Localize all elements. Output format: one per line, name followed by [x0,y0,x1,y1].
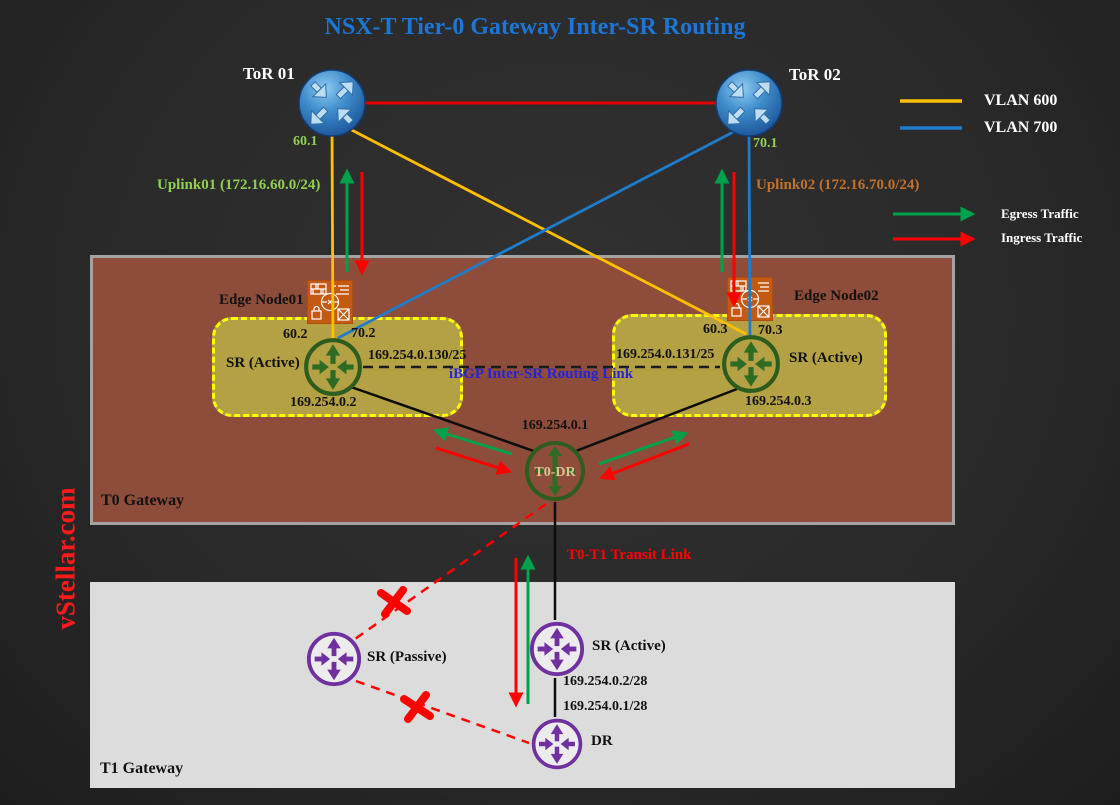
edge-node-icon [307,280,353,324]
sr1-vlan700-if-label: 70.2 [351,326,376,341]
legend-ingress-label: Ingress Traffic [1001,230,1083,245]
sr1-vlan600-if-label: 60.2 [283,327,308,342]
tor1-ip-label: 60.1 [293,134,318,149]
sr1-inter-sr-ip-label: 169.254.0.130/25 [368,348,467,363]
sr-router-icon [304,338,362,396]
sr-router-icon [529,621,585,677]
tor-router-icon [298,69,366,137]
sr2-vlan600-if-label: 60.3 [703,322,728,337]
legend-vlan700-label: VLAN 700 [984,119,1058,136]
transit-link-label: T0-T1 Transit Link [567,547,692,563]
egress-arrow-t0dr-right [598,430,689,466]
t0-dr-label: T0-DR [534,465,576,480]
ingress-arrow-t0dr-left [435,446,513,475]
sr-router-icon [722,335,780,393]
vlan700-uplink-tor2-sr1-line [337,127,740,340]
t1-sr-active-label: SR (Active) [592,638,666,654]
egress-arrow-t0dr-left [432,427,513,456]
t0-dr-icon: T0-DR [525,441,585,501]
sr1-label: SR (Active) [226,355,300,371]
sr2-inter-sr-ip-label: 169.254.0.131/25 [616,347,715,362]
t1-sr-passive-label: SR (Passive) [367,649,447,665]
sr1-t0dr-link-line [350,385,549,458]
vlan600-uplink-tor1-sr1-line [330,127,335,343]
sr2-vlan700-if-label: 70.3 [758,323,783,338]
t0-gateway-label: T0 Gateway [101,492,185,509]
tor2-label: ToR 02 [789,65,841,84]
watermark: vStellar.com [50,487,81,630]
uplink1-label: Uplink01 (172.16.60.0/24) [157,177,321,193]
edge-node1-label: Edge Node01 [219,292,304,308]
sr2-downlink-ip-label: 169.254.0.3 [745,394,812,409]
x-mark-icon [377,586,411,618]
t1-dr-label: DR [591,733,613,749]
t1-gateway-label: T1 Gateway [100,760,184,777]
ingress-arrow-t0dr-right [599,442,690,481]
page-title: NSX-T Tier-0 Gateway Inter-SR Routing [324,14,746,40]
tor2-ip-label: 70.1 [753,136,778,151]
legend-egress-label: Egress Traffic [1001,206,1079,221]
t1-gateway-box [90,582,955,788]
sr-router-icon [306,631,362,687]
sr2-t0dr-link-line [562,387,738,458]
t0-dr-ip-label: 169.254.0.1 [521,418,589,433]
x-mark-icon [400,691,434,723]
t1-dr-ip-label: 169.254.0.1/28 [563,699,648,714]
edge-node2-label: Edge Node02 [794,288,879,304]
dr-router-icon [531,718,583,770]
sr1-downlink-ip-label: 169.254.0.2 [290,395,357,410]
tor-router-icon [715,69,783,137]
legend-vlan600-label: VLAN 600 [984,92,1058,109]
uplink2-label: Uplink02 (172.16.70.0/24) [756,177,920,193]
sr2-label: SR (Active) [789,350,863,366]
vlan700-uplink-tor2-sr2-line [747,130,752,341]
t1-sr-ip-label: 169.254.0.2/28 [563,674,648,689]
tor1-label: ToR 01 [243,64,295,83]
ibgp-link-label: iBGP Inter-SR Routing Link [449,366,634,382]
failed-link-srpassive-dr-line [355,679,530,745]
